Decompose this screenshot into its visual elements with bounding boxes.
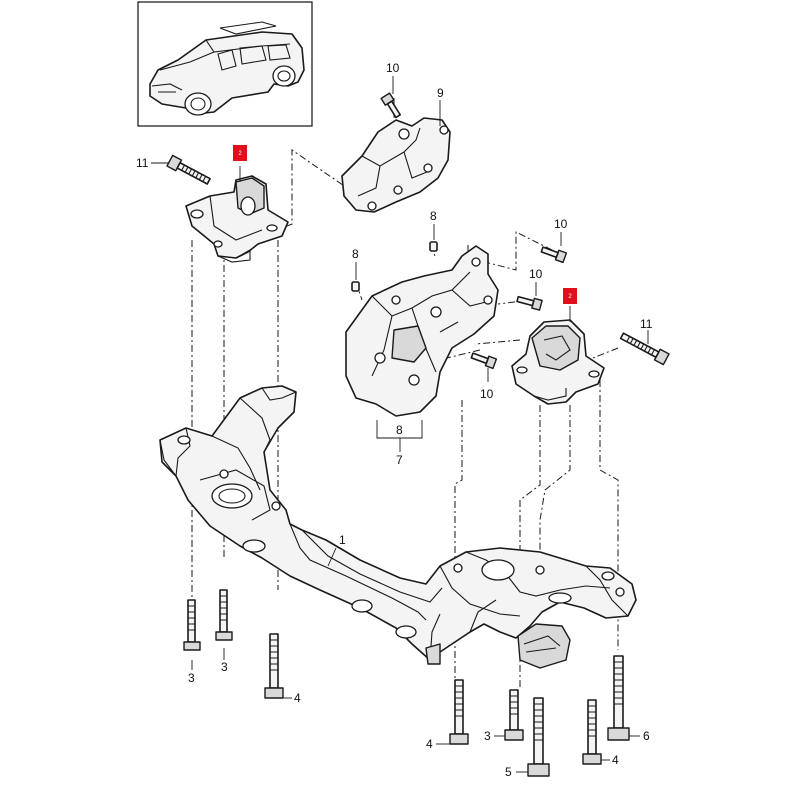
bolt-icon <box>619 332 670 366</box>
callout-3-bottom: 3 <box>484 729 491 743</box>
bracket-7 <box>345 245 499 417</box>
callout-6: 6 <box>643 729 650 743</box>
callout-10-top: 10 <box>386 61 400 75</box>
bolt-icon <box>264 633 284 699</box>
bolt-icon <box>166 154 211 185</box>
callout-8-screw-a: 8 <box>430 209 437 223</box>
bracket-9 <box>341 117 451 213</box>
fasteners <box>166 92 670 777</box>
subframe-crossmember <box>159 385 637 669</box>
svg-text:2: 2 <box>568 294 572 300</box>
callout-10-low: 10 <box>480 387 494 401</box>
callout-9: 9 <box>437 86 444 100</box>
bolt-icon <box>540 246 568 264</box>
engine-mount-right <box>511 319 605 405</box>
suv-vehicle-icon <box>149 21 305 116</box>
callout-8-screw-b: 8 <box>352 247 359 261</box>
engine-mount-left <box>185 175 289 263</box>
vehicle-inset <box>137 1 313 127</box>
callout-8-bracket: 8 <box>396 423 403 437</box>
bolt-icon <box>449 679 469 745</box>
svg-text:2: 2 <box>238 151 242 157</box>
callout-10-mid-a: 10 <box>554 217 568 231</box>
screw-icon <box>351 281 360 292</box>
bolt-icon <box>607 655 630 741</box>
callout-1: 1 <box>339 533 346 547</box>
screw-icon <box>429 241 438 252</box>
bolt-icon <box>527 697 550 777</box>
bolt-icon <box>215 589 233 641</box>
bolt-icon <box>582 699 602 765</box>
part-badge-right: 2 <box>563 288 577 304</box>
bolt-icon <box>183 599 201 651</box>
callout-7: 7 <box>396 453 403 467</box>
callout-4-right: 4 <box>612 753 619 767</box>
callout-3-left-a: 3 <box>188 671 195 685</box>
callout-3-left-b: 3 <box>221 660 228 674</box>
callout-5: 5 <box>505 765 512 779</box>
callout-4-bottom: 4 <box>426 737 433 751</box>
callout-11-right: 11 <box>640 317 653 331</box>
leader-lines <box>151 76 649 773</box>
bolt-icon <box>504 689 524 741</box>
part-badge-left: 2 <box>233 145 247 161</box>
callout-labels: 1 11 11 10 9 8 8 10 10 10 8 7 3 3 4 4 3 … <box>136 61 653 779</box>
bolt-icon <box>470 352 498 370</box>
callout-10-mid-b: 10 <box>529 267 543 281</box>
callout-4-left: 4 <box>294 691 301 705</box>
callout-11-left: 11 <box>136 156 149 170</box>
bolt-icon <box>380 92 401 119</box>
bolt-icon <box>516 295 543 311</box>
